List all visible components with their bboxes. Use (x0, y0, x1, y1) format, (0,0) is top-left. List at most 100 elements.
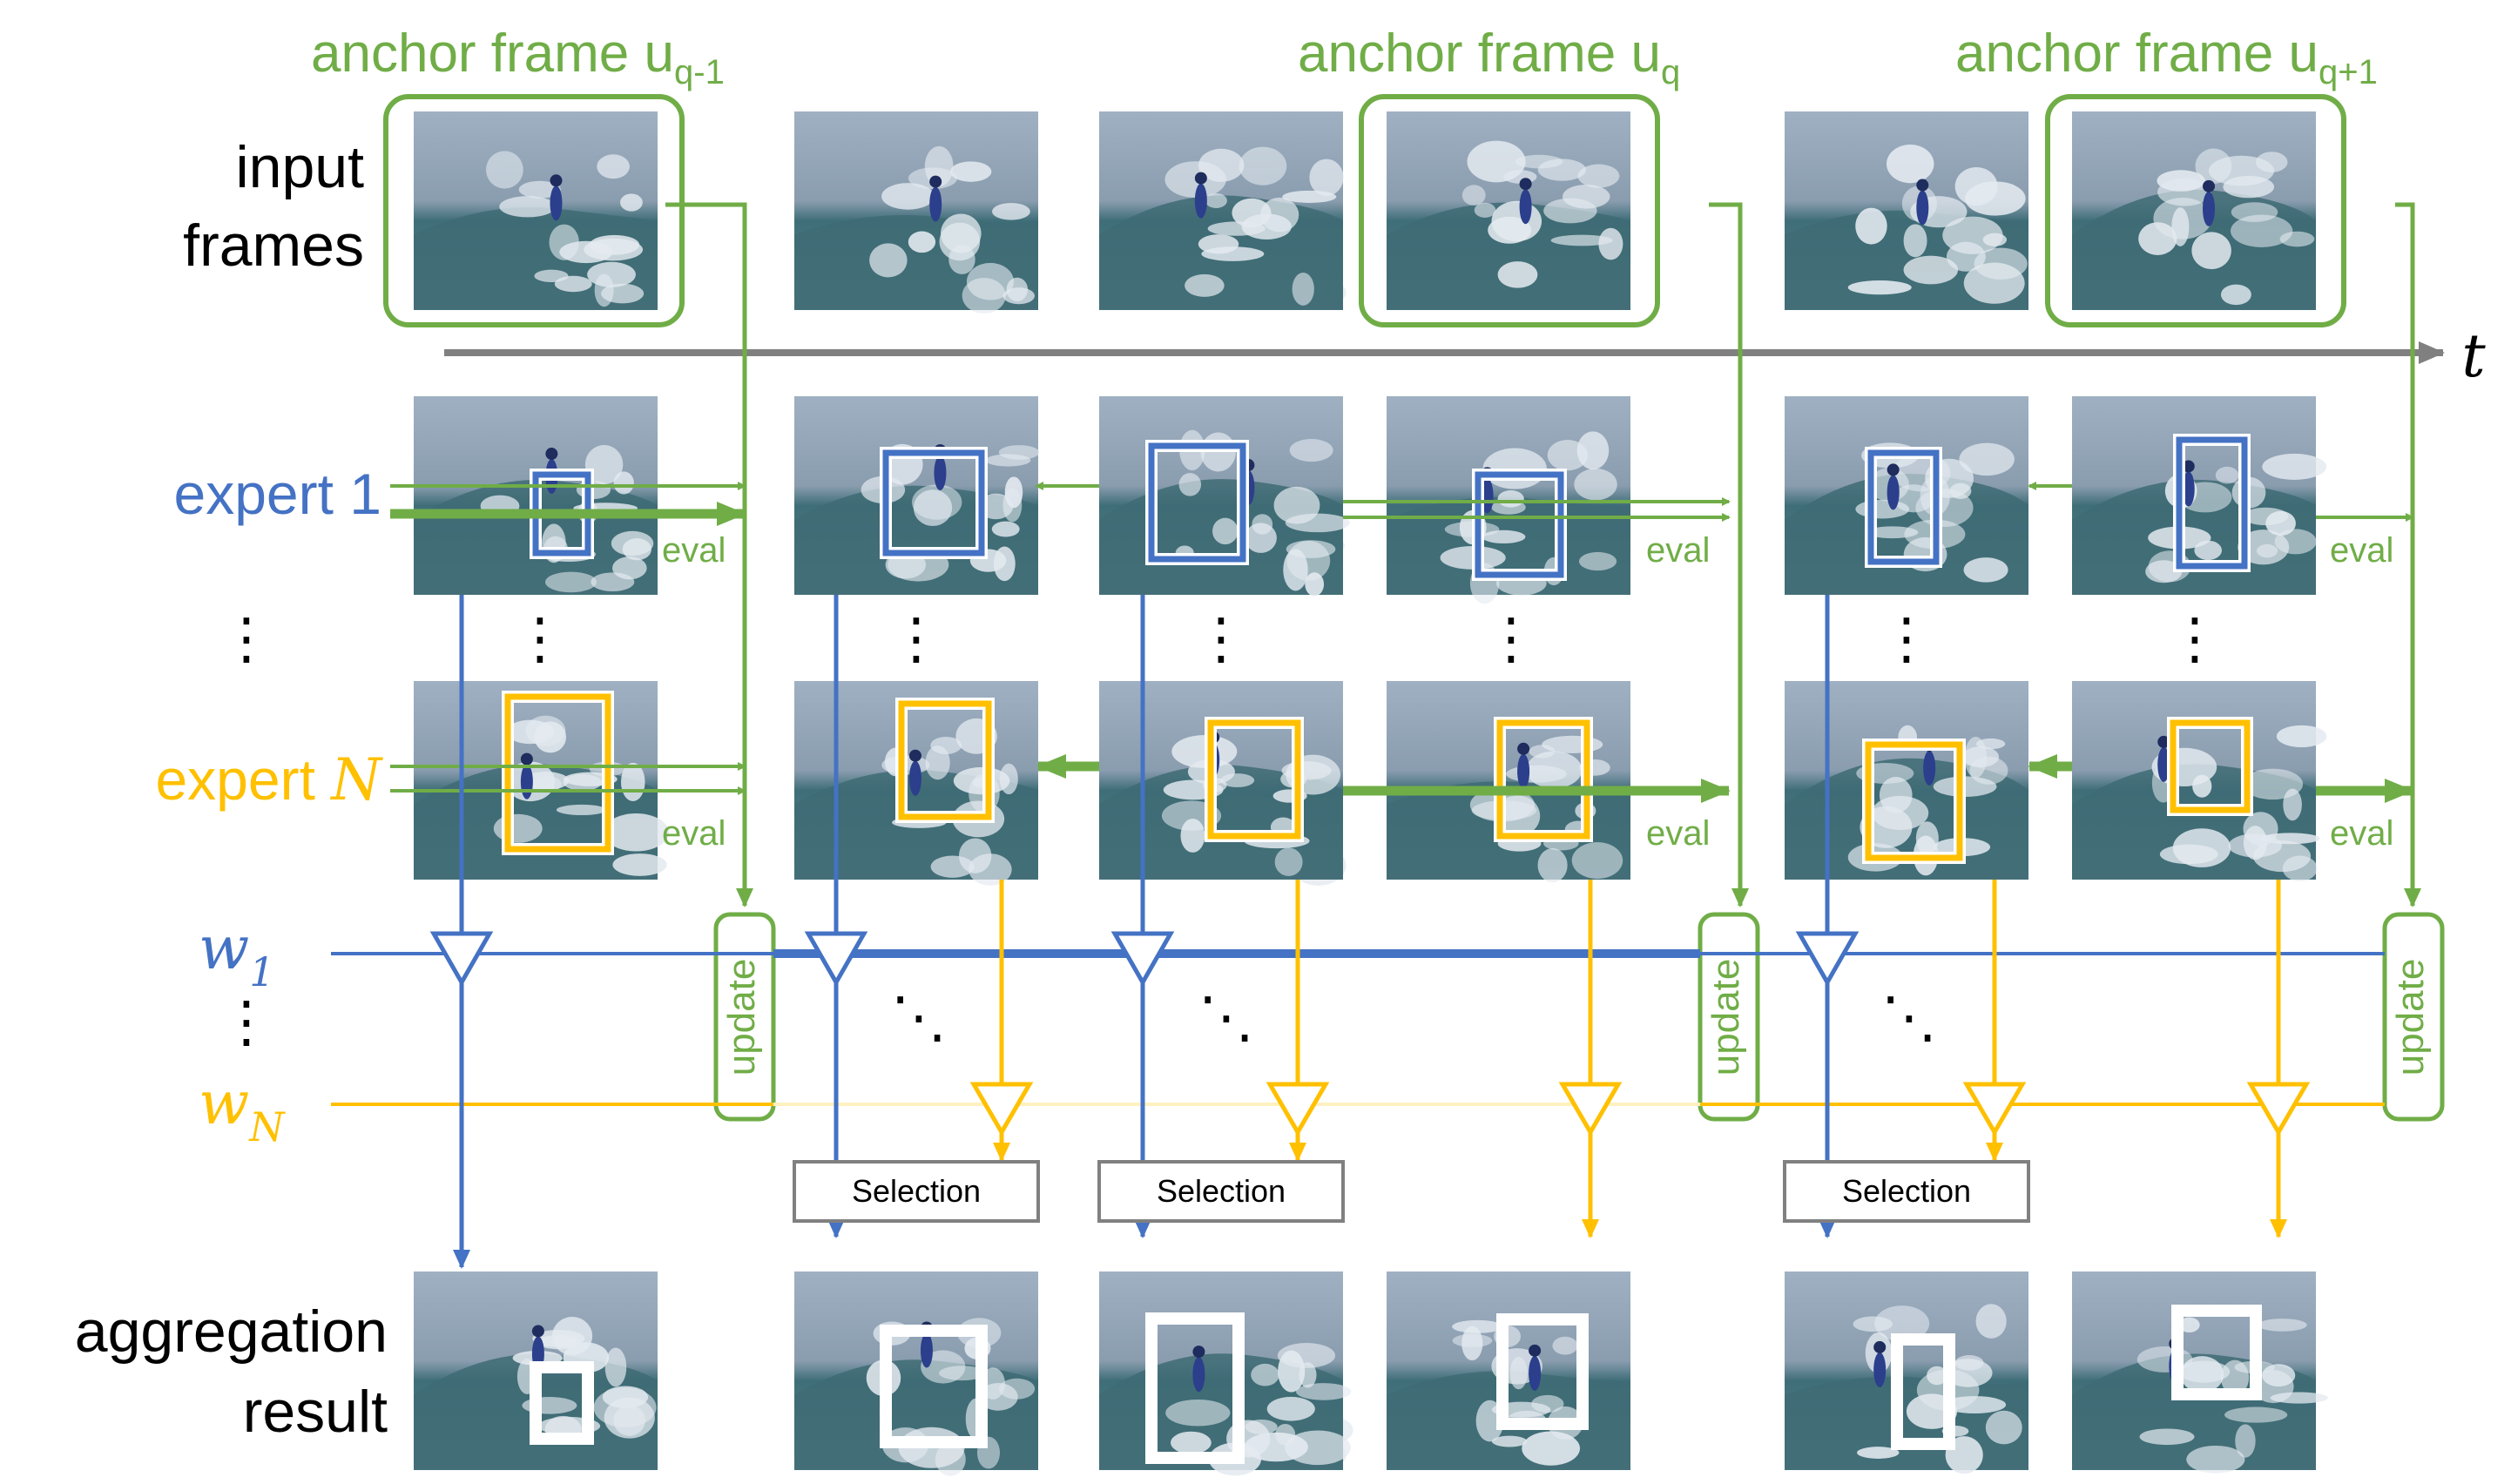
foam-splash (1963, 262, 2025, 304)
expertN-gate-1 (969, 1082, 1034, 1137)
foam-splash (985, 454, 1031, 467)
aggregation-box-6 (2171, 1305, 2262, 1400)
aggregation-box-2 (880, 1325, 988, 1448)
foam-splash (1574, 468, 1617, 501)
anchor-line-1 (665, 202, 753, 907)
foam-splash (589, 234, 640, 255)
expert1-box-6 (2176, 436, 2248, 570)
anchor-frame-outline-2 (1359, 94, 1660, 327)
aggregation-box-4 (1496, 1313, 1589, 1430)
foam-splash (1245, 523, 1277, 553)
foam-splash (908, 231, 936, 253)
eval-label-1: eval (662, 531, 726, 570)
foam-splash (1552, 1336, 1578, 1355)
foam-splash (1273, 486, 1320, 524)
foam-splash (506, 719, 554, 745)
foam-splash (2223, 175, 2275, 199)
expert1-frame-6 (2072, 396, 2327, 595)
surfer-head (1916, 179, 1929, 192)
time-axis-label: t (2461, 322, 2486, 391)
aggregation-frame-5 (1785, 1272, 2028, 1474)
foam-splash (1452, 1319, 1503, 1333)
eval-label-2: eval (1646, 531, 1710, 570)
foam-splash (1903, 255, 1959, 285)
foam-splash (2191, 232, 2231, 270)
surfer-head (520, 752, 533, 766)
foam-splash (1857, 1447, 1900, 1459)
foam-splash (594, 273, 614, 307)
surfer-figure (1517, 753, 1530, 789)
expertN-frame-5 (1785, 681, 2028, 880)
foam-splash (1220, 773, 1255, 787)
expertN-frame-6 (2072, 681, 2327, 881)
foam-splash (939, 1366, 986, 1381)
selection-box-1: Selection (793, 1160, 1040, 1223)
vertical-ellipsis-2: ⋮ (512, 607, 568, 670)
foam-splash (2262, 453, 2327, 480)
aggregation-label-line1: aggregation (75, 1298, 388, 1365)
foam-splash (1251, 1363, 1279, 1386)
input-frames-label-line2: frames (183, 212, 364, 279)
expert1-box-3b (1148, 442, 1246, 563)
aggregation-frame-4 (1387, 1272, 1630, 1470)
foam-splash (1855, 499, 1910, 519)
eval-label-4: eval (662, 814, 726, 853)
input-frame-6 (2072, 111, 2316, 310)
foam-splash (1200, 432, 1237, 472)
expertN-frame-2 (794, 681, 1038, 886)
foam-splash (544, 571, 597, 593)
foam-splash (1509, 1357, 1528, 1390)
aggregation-box-1 (530, 1361, 594, 1445)
diagonal-ellipsis-3: ⋱ (1881, 986, 1937, 1049)
selection-label: Selection (1157, 1173, 1286, 1209)
foam-splash (1577, 164, 1620, 188)
foam-splash (613, 471, 634, 495)
surfer-head (545, 448, 558, 461)
input-frames-label-line1: input (236, 134, 365, 200)
foam-splash (2138, 222, 2177, 255)
foam-splash (531, 775, 562, 793)
foam-splash (613, 1405, 645, 1436)
foam-splash (881, 183, 935, 210)
update-label: update (2389, 959, 2432, 1076)
foam-splash (2171, 207, 2190, 246)
foam-splash (534, 269, 569, 283)
expertN-frame-3b (1099, 681, 1343, 880)
aggregation-box-5 (1891, 1333, 1955, 1450)
foam-splash (602, 1386, 649, 1409)
foam-splash (930, 736, 962, 754)
foam-splash (1847, 280, 1912, 295)
wave-shape (1387, 202, 1630, 310)
foam-splash (620, 762, 645, 802)
foam-splash (1178, 473, 1202, 496)
diagonal-ellipsis-1: ⋱ (891, 986, 947, 1049)
expert1-gate-1 (429, 931, 494, 988)
foam-splash (1942, 216, 2003, 254)
expert1-gate-3 (1110, 931, 1175, 988)
foam-splash (2215, 466, 2239, 484)
foam-splash (1201, 246, 1265, 261)
update-box-3: update (2382, 912, 2445, 1122)
surfer-head (1517, 742, 1530, 755)
expert-N-label: expert N (155, 746, 383, 813)
vertical-ellipsis-8: ⋮ (219, 990, 274, 1053)
update-box-1: update (713, 912, 776, 1122)
expertN-gate-3 (1558, 1082, 1623, 1137)
anchor-frame-outline-3 (2045, 94, 2346, 327)
foam-splash (2186, 1445, 2245, 1474)
foam-splash (1963, 557, 2008, 583)
expertN-gate-4 (1962, 1082, 2027, 1137)
expertN-box-3b (1207, 719, 1301, 840)
selection-box-frame (1783, 1160, 2030, 1223)
foam-splash (1954, 166, 1998, 206)
foam-splash (1461, 185, 1486, 206)
weight-wN-label: wN (199, 1069, 286, 1150)
foam-splash (2276, 725, 2327, 748)
vertical-ellipsis-7: ⋮ (2167, 607, 2223, 670)
anchor-frame-title-1: anchor frame uq-1 (311, 24, 725, 91)
expert-1-label: expert 1 (174, 462, 381, 526)
foam-splash (948, 245, 975, 274)
foam-splash (1874, 1305, 1930, 1342)
foam-splash (499, 196, 557, 218)
foam-splash (925, 745, 950, 780)
